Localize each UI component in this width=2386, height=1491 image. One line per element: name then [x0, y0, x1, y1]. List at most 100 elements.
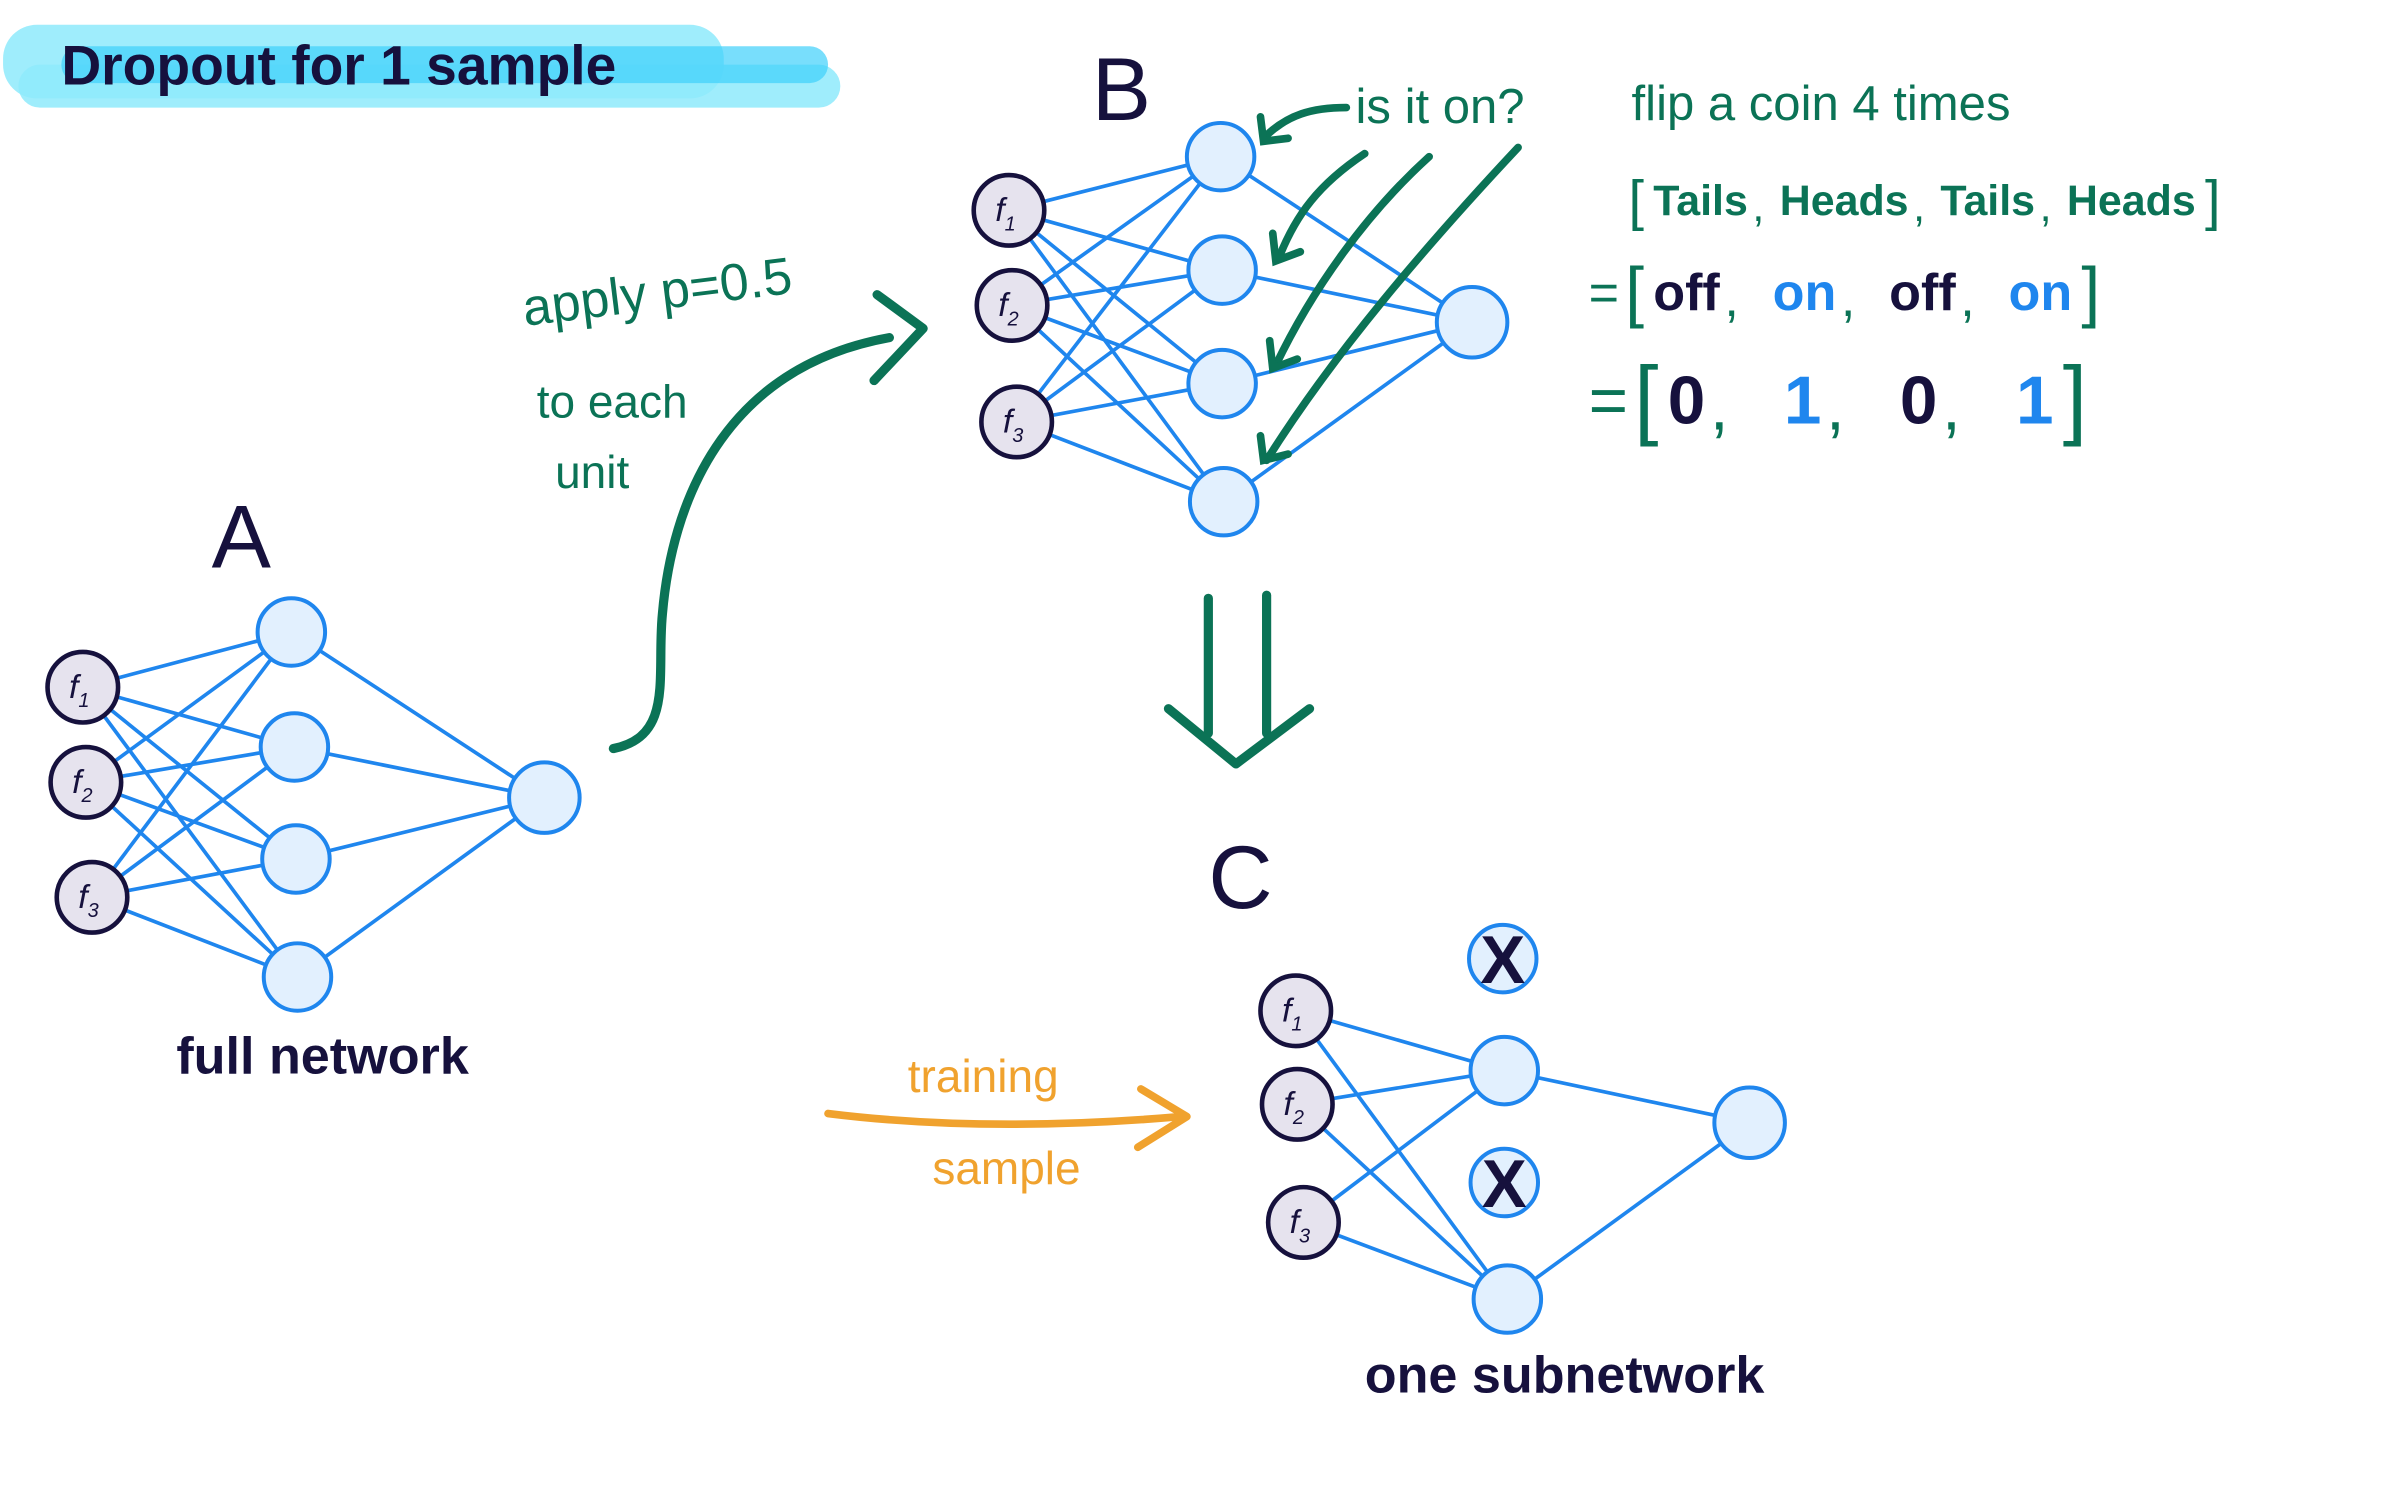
flip-value: 0 — [1900, 363, 1938, 438]
connection — [1296, 1102, 1509, 1301]
hidden-node — [1468, 1034, 1541, 1107]
title-highlight — [3, 24, 841, 108]
dropped-hidden-node: X — [1468, 1146, 1541, 1222]
hidden-node — [1186, 234, 1258, 306]
hidden-node — [1187, 465, 1260, 538]
comma: , — [1752, 183, 1764, 231]
flip-value: on — [1773, 264, 1837, 322]
question-arrows — [1256, 103, 1522, 466]
dropped-x-icon: X — [1480, 923, 1525, 998]
close-bracket: ] — [2081, 255, 2100, 330]
input-node-f2: f2 — [974, 267, 1050, 343]
hidden-node — [260, 823, 332, 895]
close-bracket: ] — [2205, 169, 2221, 232]
flip-value: Tails — [1653, 177, 1748, 225]
comma: , — [1710, 370, 1729, 445]
hidden-node — [261, 941, 334, 1013]
double-arrow-down-icon — [1163, 590, 1315, 769]
apply-text-line1: apply p=0.5 — [519, 247, 795, 338]
comma: , — [1724, 270, 1738, 328]
input-node-f3: f3 — [54, 859, 130, 935]
connections — [81, 630, 546, 979]
connection — [1221, 320, 1473, 386]
input-node-f3: f3 — [979, 384, 1055, 460]
flip-value: on — [2009, 264, 2073, 322]
connection — [81, 686, 299, 979]
hidden-node — [1184, 120, 1257, 193]
close-bracket: ] — [2063, 349, 2087, 447]
connection — [1010, 304, 1225, 504]
connection — [1302, 1069, 1506, 1224]
comma: , — [1913, 183, 1925, 231]
connection — [296, 796, 546, 979]
comma: , — [1960, 270, 1974, 328]
flip-value: Tails — [1940, 177, 2035, 225]
network-c-caption: one subnetwork — [1365, 1347, 1766, 1405]
output-node — [1712, 1085, 1787, 1160]
mask-row: =[0,1,0,1] — [1589, 349, 2087, 447]
input-node-f2: f2 — [1259, 1066, 1335, 1142]
connection — [1222, 320, 1474, 504]
connection — [1219, 155, 1474, 324]
equals-sign: = — [1589, 264, 1619, 322]
flip-value: 1 — [1784, 363, 1822, 438]
training-text: training — [908, 1050, 1059, 1102]
connection — [1007, 208, 1224, 386]
flip-text: flip a coin 4 times — [1632, 77, 2011, 131]
network-a: f1 f2 f3 — [45, 596, 582, 1013]
hidden-node — [1471, 1263, 1544, 1335]
network-a-label: A — [212, 487, 272, 587]
network-b-label: B — [1092, 39, 1151, 139]
flip-value: 1 — [2016, 363, 2054, 438]
output-node — [1434, 285, 1510, 360]
curved-arrow-icon — [608, 333, 894, 754]
flip-value: off — [1889, 264, 1956, 322]
output-node — [507, 760, 582, 835]
page-title: Dropout for 1 sample — [61, 35, 616, 97]
on-off-row: =[off,on,off,on] — [1589, 255, 2101, 330]
connection — [1294, 1009, 1509, 1301]
comma: , — [1841, 270, 1855, 328]
connection — [1506, 1121, 1751, 1301]
input-node-f1: f1 — [971, 172, 1047, 248]
hidden-node — [258, 711, 331, 783]
network-b: f1 f2 f3 — [971, 120, 1510, 538]
network-c: f1 f2 f3 X X — [1258, 922, 1787, 1335]
input-node-f1: f1 — [1258, 973, 1334, 1049]
connection — [1007, 209, 1226, 503]
connection — [290, 630, 546, 800]
connection — [84, 630, 293, 784]
network-a-caption: full network — [176, 1028, 470, 1086]
comma: , — [1942, 370, 1961, 445]
open-bracket: [ — [1625, 255, 1644, 330]
comma: , — [2040, 183, 2052, 231]
connections — [1294, 1009, 1751, 1301]
dropped-hidden-node: X — [1467, 922, 1539, 998]
connection — [1010, 155, 1222, 307]
input-node-f2: f2 — [48, 744, 124, 820]
coin-flip-results: [Tails,Heads,Tails,Heads]=[off,on,off,on… — [1589, 169, 2221, 448]
question-text: is it on? — [1356, 80, 1525, 134]
connections — [1007, 154, 1474, 504]
training-arrow-icon — [824, 1085, 1191, 1152]
arrowhead-icon — [869, 290, 928, 386]
apply-text-line2: to each — [537, 375, 688, 427]
input-node-f1: f1 — [45, 649, 121, 725]
hidden-node — [1186, 347, 1258, 420]
open-bracket: [ — [1634, 349, 1658, 447]
network-c-label: C — [1208, 827, 1272, 927]
connection — [81, 685, 298, 861]
apply-text-line3: unit — [555, 446, 629, 498]
coin-results-row: [Tails,Heads,Tails,Heads] — [1628, 169, 2220, 232]
equals-sign: = — [1589, 363, 1628, 438]
input-node-f3: f3 — [1265, 1184, 1341, 1260]
connection — [1503, 1068, 1751, 1125]
flip-value: Heads — [1780, 177, 1909, 225]
comma: , — [1826, 370, 1845, 445]
connection — [84, 780, 299, 979]
flip-value: off — [1653, 264, 1720, 322]
open-bracket: [ — [1628, 169, 1644, 232]
connection — [295, 795, 545, 861]
